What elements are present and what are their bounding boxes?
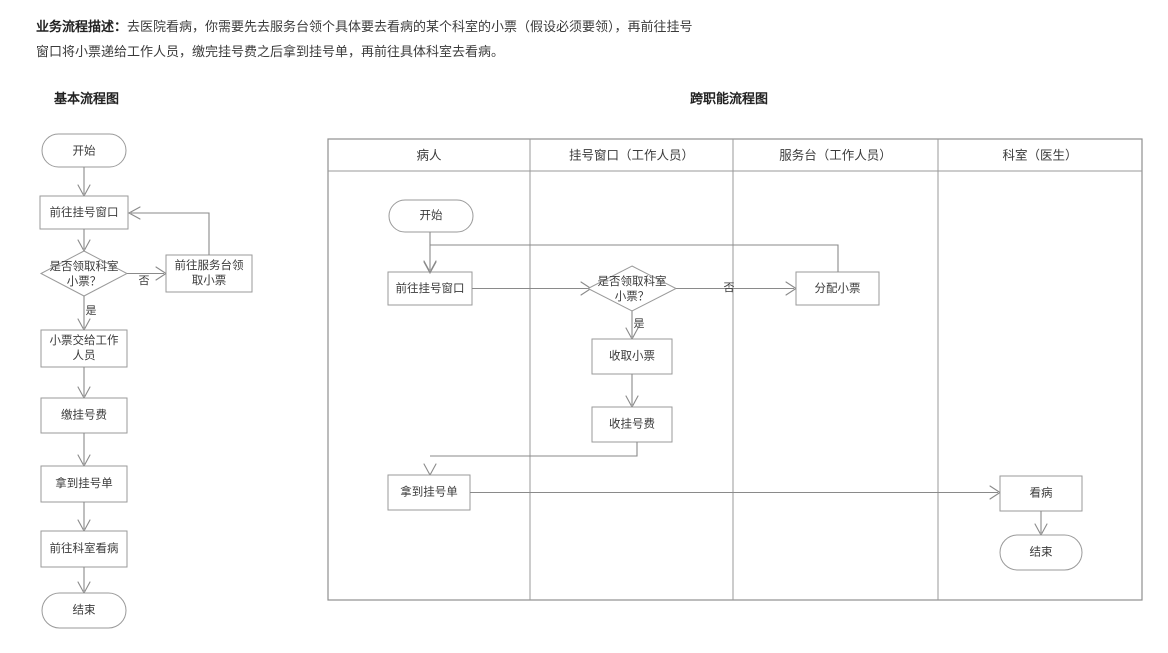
- basic-edge-label-yes: 是: [86, 304, 97, 317]
- basic-flowchart-group: 开始 前往挂号窗口 是否领取科室 小票？ 否 前往服务台领 取小票 是 小票交给…: [39, 133, 253, 629]
- basic-node-decision[interactable]: [39, 250, 129, 297]
- lane-header-service-desk: 服务台（工作人员）: [779, 147, 892, 162]
- basic-node-get-slip-label: 拿到挂号单: [55, 476, 113, 490]
- swim-edge-assign-feedback: [430, 244, 839, 272]
- swim-node-assign-ticket[interactable]: [795, 271, 880, 306]
- swim-node-get-slip[interactable]: [387, 474, 471, 511]
- swim-node-assign-ticket-label: 分配小票: [815, 282, 861, 295]
- swim-node-collect-ticket-label: 收取小票: [609, 349, 655, 363]
- swim-node-collect-fee-label: 收挂号费: [609, 417, 655, 431]
- swim-node-go-window[interactable]: [387, 271, 473, 306]
- cross-functional-title: 跨职能流程图: [690, 91, 769, 106]
- basic-node-end[interactable]: [41, 592, 127, 629]
- basic-node-decision-label-2: 小票？: [67, 275, 102, 288]
- description-line-2: 窗口将小票递给工作人员，缴完挂号费之后拿到挂号单，再前往具体科室去看病。: [36, 44, 505, 59]
- basic-node-get-ticket[interactable]: [165, 254, 253, 293]
- basic-node-pay-fee[interactable]: [40, 397, 128, 434]
- swim-node-collect-ticket[interactable]: [591, 338, 673, 375]
- lane-header-patient: 病人: [416, 147, 442, 162]
- swim-node-get-slip-label: 拿到挂号单: [400, 485, 458, 499]
- basic-node-get-ticket-label-1: 前往服务台领: [175, 258, 244, 272]
- lane-header-department: 科室（医生）: [1002, 147, 1077, 162]
- swim-arrowhead-4: [423, 261, 437, 275]
- basic-node-decision-label-1: 是否领取科室: [50, 259, 119, 273]
- swim-node-decision[interactable]: [586, 265, 678, 312]
- basic-node-start-label: 开始: [73, 144, 96, 158]
- swim-node-collect-fee[interactable]: [591, 406, 673, 443]
- basic-edge-label-no: 否: [139, 275, 150, 287]
- swim-node-decision-label-2: 小票？: [615, 290, 650, 303]
- swim-node-end-label: 结束: [1030, 546, 1053, 559]
- swimlane-table-frame: [327, 138, 1143, 601]
- process-description: 业务流程描述：去医院看病，你需要先去服务台领个具体要去看病的某个科室的小票（假设…: [36, 14, 776, 64]
- swim-edge-label-no: 否: [724, 282, 735, 294]
- basic-node-pay-fee-label: 缴挂号费: [61, 408, 107, 422]
- basic-node-give-ticket-label-2: 人员: [73, 349, 96, 362]
- basic-node-give-ticket[interactable]: [40, 329, 128, 368]
- description-lead: 业务流程描述：: [36, 19, 128, 34]
- basic-node-go-window-label: 前往挂号窗口: [50, 205, 119, 219]
- basic-edge-ticket-feedback: [131, 212, 210, 255]
- swim-node-start[interactable]: [388, 199, 474, 233]
- swim-node-go-window-label: 前往挂号窗口: [396, 281, 465, 295]
- basic-node-end-label: 结束: [73, 604, 96, 617]
- swim-edge-fee-to-slip: [430, 442, 638, 457]
- basic-flow-title: 基本流程图: [54, 91, 120, 106]
- swim-node-see-doctor[interactable]: [999, 475, 1083, 512]
- swim-edge-label-yes: 是: [634, 317, 645, 330]
- swim-node-start-label: 开始: [420, 208, 443, 222]
- swim-node-decision-label-1: 是否领取科室: [598, 274, 667, 288]
- basic-node-give-ticket-label-1: 小票交给工作: [50, 333, 119, 347]
- swim-node-see-doctor-label: 看病: [1030, 486, 1053, 500]
- basic-node-go-dept-label: 前往科室看病: [50, 541, 119, 555]
- swim-arrowhead-7: [423, 463, 437, 477]
- lane-header-registration: 挂号窗口（工作人员）: [569, 148, 694, 162]
- swimlane-group: 病人 挂号窗口（工作人员） 服务台（工作人员） 科室（医生） 开始 前往挂号窗口…: [327, 138, 1143, 601]
- description-line-1: 去医院看病，你需要先去服务台领个具体要去看病的某个科室的小票（假设必须要领），再…: [127, 19, 693, 34]
- swim-node-end[interactable]: [999, 534, 1083, 571]
- basic-arrowhead-4: [127, 206, 141, 220]
- basic-node-get-ticket-label-2: 取小票: [192, 274, 227, 287]
